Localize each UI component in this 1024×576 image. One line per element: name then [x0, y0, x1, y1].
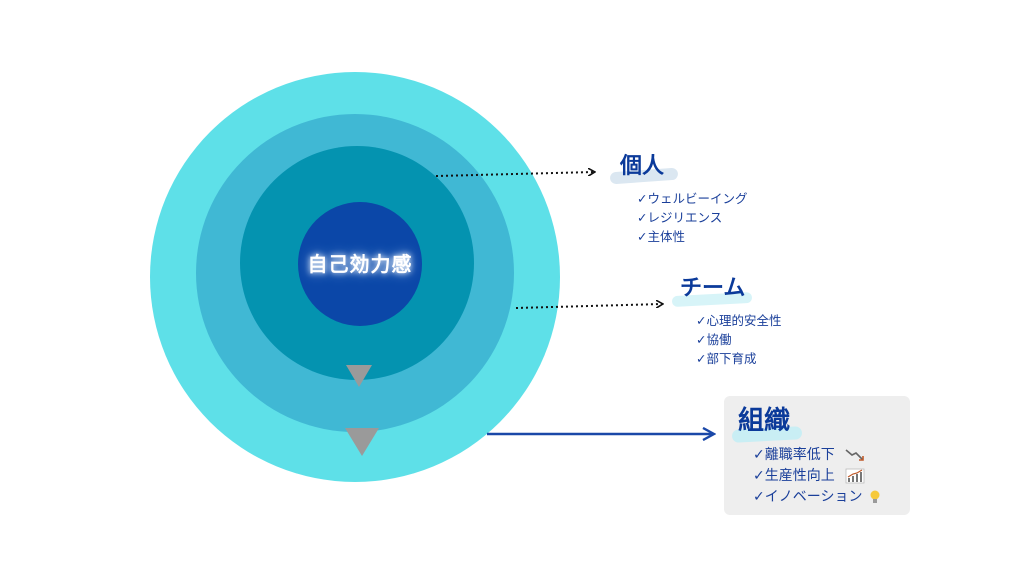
individual-title: 個人 [620, 154, 665, 179]
chart-decreasing-icon [845, 449, 864, 461]
list-item: ✓協働 [696, 332, 732, 347]
list-item: ✓イノベーション [753, 487, 881, 508]
list-item: ✓生産性向上 [753, 466, 881, 487]
chart-increasing-icon [845, 468, 865, 484]
list-item: ✓主体性 [637, 229, 685, 244]
team-benefits-list: ✓心理的安全性 ✓協働 ✓部下育成 [696, 311, 781, 368]
arrow-individual [435, 172, 594, 177]
individual-benefits-list: ✓ウェルビーイング ✓レジリエンス ✓主体性 [637, 189, 747, 246]
team-title: チーム [680, 276, 746, 301]
list-item-label: ✓生産性向上 [753, 468, 835, 484]
list-item-label: ✓離職率低下 [753, 447, 835, 463]
list-item: ✓部下育成 [696, 351, 757, 366]
list-item: ✓心理的安全性 [696, 313, 782, 328]
arrow-team [515, 304, 662, 309]
core-circle [298, 202, 422, 326]
down-triangle-icon [345, 428, 379, 456]
list-item-label: ✓イノベーション [753, 489, 863, 505]
list-item: ✓離職率低下 [753, 445, 881, 466]
list-item: ✓レジリエンス [637, 210, 723, 225]
organization-benefits-list: ✓離職率低下 ✓生産性向上 ✓イノベーション [753, 445, 881, 508]
organization-title: 組織 [738, 406, 791, 436]
lightbulb-icon [870, 490, 880, 503]
core-label: 自己効力感 [307, 252, 413, 276]
down-triangle-icon [346, 365, 372, 387]
list-item: ✓ウェルビーイング [637, 191, 748, 206]
